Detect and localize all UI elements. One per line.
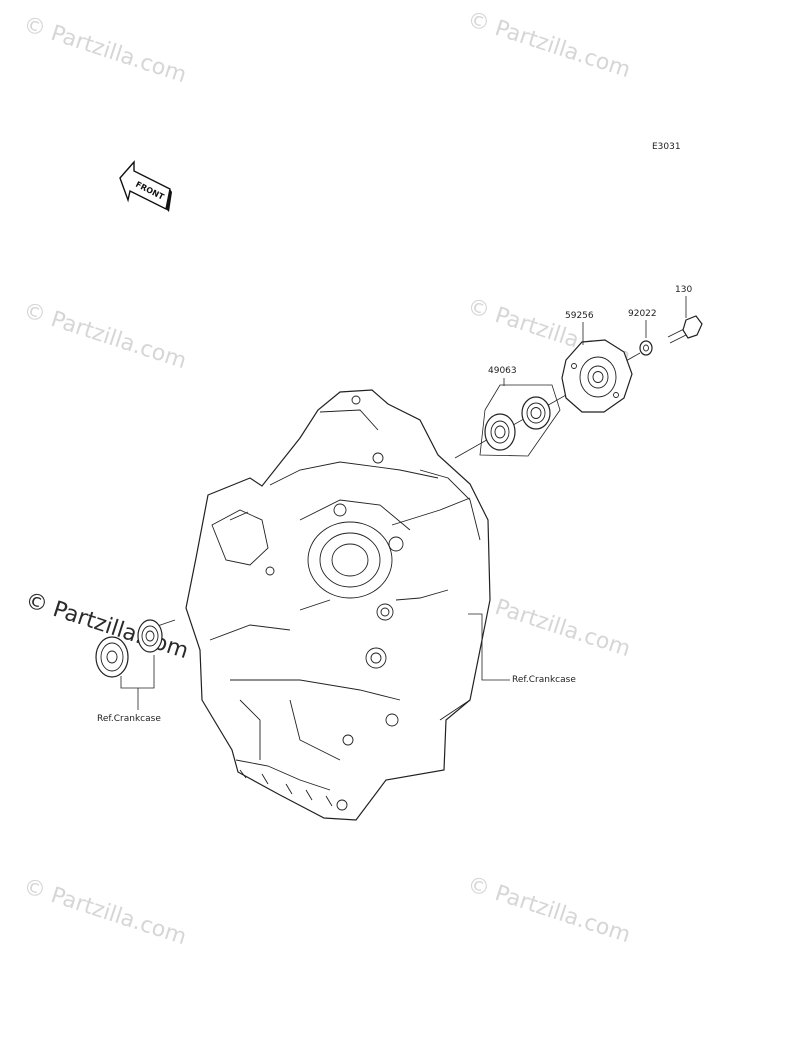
- seal-49063: 49063: [479, 366, 561, 457]
- watermark: © Partzilla.com: [464, 7, 633, 83]
- reference-label-crankcase-left: Ref.Crankcase: [97, 714, 161, 724]
- watermark: © Partzilla.com: [464, 872, 633, 948]
- watermark: © Partzilla.com: [20, 874, 189, 950]
- watermark: © Partzilla.com: [20, 298, 189, 374]
- reference-label-crankcase-right: Ref.Crankcase: [512, 675, 576, 685]
- part-label-130: 130: [675, 285, 692, 295]
- bolt-130: 130: [667, 285, 703, 344]
- crankcase-reference-right: Ref.Crankcase: [468, 613, 576, 685]
- part-label-49063: 49063: [488, 366, 517, 376]
- washer-92022: 92022: [628, 309, 657, 356]
- diagram-code: E3031: [652, 142, 681, 152]
- watermark: © Partzilla.com: [20, 12, 189, 88]
- crankcase: [185, 389, 491, 821]
- part-label-92022: 92022: [628, 309, 657, 319]
- front-arrow-icon: FRONT: [119, 160, 172, 212]
- left-bearings: Ref.Crankcase: [95, 619, 176, 724]
- plate-59256: 59256: [561, 311, 633, 413]
- part-label-59256: 59256: [565, 311, 594, 321]
